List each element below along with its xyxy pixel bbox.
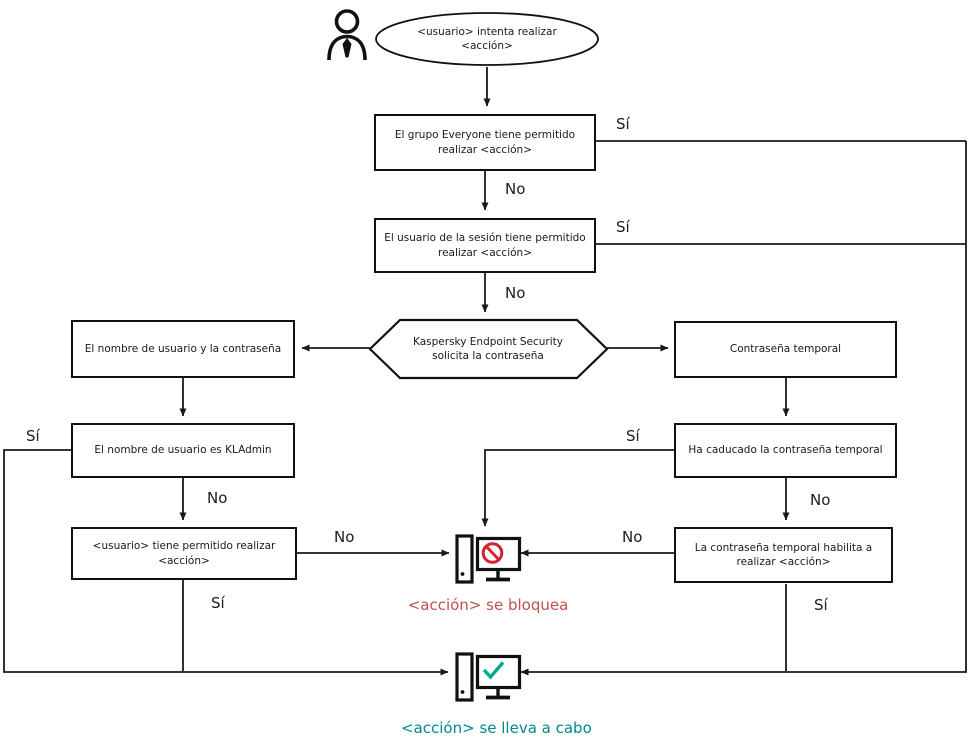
label-everyone-no: No [505,180,526,198]
node-session-user: El usuario de la sesión tiene permitido … [374,218,596,273]
edge-kladmin-yes-performed [3,449,449,676]
node-temp-password: Contraseña temporal [674,321,897,378]
performed-caption: <acción> se lleva a cabo [401,719,592,737]
node-user-allowed: <usuario> tiene permitido realizar <acci… [71,527,297,580]
edge-right-rail-performed [520,141,967,676]
blocked-caption: <acción> se bloquea [407,596,569,614]
user-icon [327,9,367,61]
node-temp-allows: La contraseña temporal habilita a realiz… [674,527,893,583]
prohibition-sign [481,542,504,564]
label-userallowed-yes: Sí [211,594,225,612]
computer-blocked-icon [455,534,522,584]
node-kes-prompt: Kaspersky Endpoint Security solicita la … [413,335,563,362]
label-everyone-yes: Sí [616,115,630,133]
label-tempallows-yes: Sí [814,596,828,614]
kes-prompt-hexagon [368,318,609,380]
check-icon [482,661,505,680]
start-ellipse [375,12,599,66]
computer-success-icon [455,652,522,702]
label-tempallows-no: No [622,528,643,546]
node-group-everyone: El grupo Everyone tiene permitido realiz… [374,114,596,171]
edge-expired-yes-blocked [481,449,674,527]
label-expired-yes: Sí [626,427,640,445]
label-userallowed-no: No [334,528,355,546]
node-username-kladmin: El nombre de usuario es KLAdmin [71,423,295,478]
node-temp-expired: Ha caducado la contraseña temporal [674,423,897,478]
label-kladmin-yes: Sí [26,427,40,445]
label-expired-no: No [810,491,831,509]
label-session-yes: Sí [616,218,630,236]
node-username-password: El nombre de usuario y la contraseña [71,320,295,378]
node-start: <usuario> intenta realizar <acción> [417,25,557,52]
label-session-no: No [505,284,526,302]
label-kladmin-no: No [207,489,228,507]
